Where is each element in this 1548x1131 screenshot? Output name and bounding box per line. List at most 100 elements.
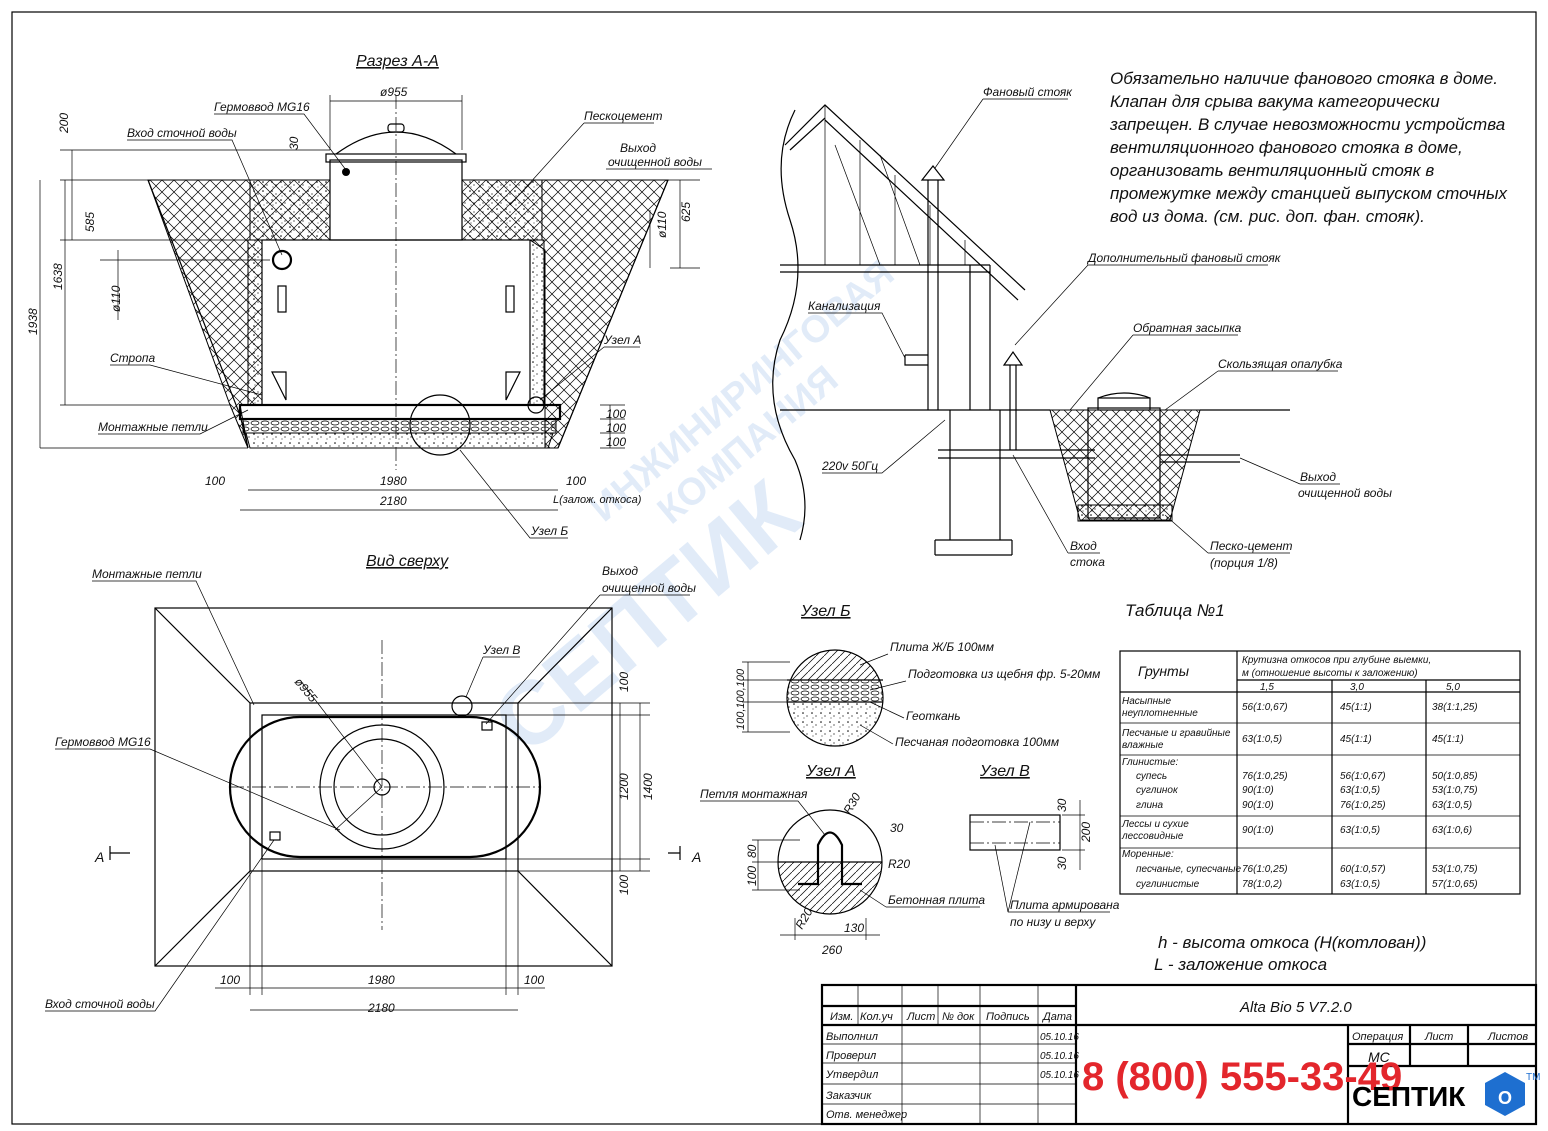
stamp-model: Alta Bio 5 V7.2.0 [1239,999,1352,1016]
top-label-outlet-2: очищенной воды [602,581,696,595]
stamp-brand-o: О [1498,1088,1512,1108]
label-outlet-1: Выход [620,141,656,155]
table-row-3-val-2: 50(1:0,85) [1432,771,1478,782]
node-b-label-1: Плита Ж/Б 100мм [890,640,994,654]
note-line-6: промежутке между станцией выпуском сточн… [1110,184,1507,203]
dim-w100-left: 100 [205,474,225,488]
top-dim-w1980: 1980 [368,973,395,987]
node-a-leader-slab [859,889,980,908]
dim-ext-955 [329,95,463,150]
node-v-title: Узел В [979,763,1030,780]
note-line-4: вентиляционного фанового стояка в доме, [1110,138,1463,157]
node-a-label-loop: Петля монтажная [700,787,808,801]
sandcement-side-left [247,239,263,406]
small-station-lid [1097,392,1151,399]
top-label-loops: Монтажные петли [92,567,202,581]
small-pit-soil [1049,409,1201,521]
top-view-title: Вид сверху [366,553,449,570]
watermark: СЕПТИК ИНЖИНИРИНГОВАЯ КОМПАНИЯ [475,252,902,773]
inlet-nozzle-icon [269,831,281,841]
table-row-1-name-0: Песчаные и гравийные [1122,728,1231,739]
stamp-row-0-date: 05.10.16 [1040,1032,1079,1043]
node-b-detail: Узел Б 100,100,100 Плита Ж/Б 100мм Подго… [735,603,1100,749]
stamp-row-3-label: Заказчик [826,1090,872,1102]
sandcement-left [249,179,331,241]
top-dim-w2180: 2180 [367,1001,395,1015]
label-sandcement: Пескоцемент [584,109,662,123]
table-row-0-val-0: 56(1:0,67) [1242,702,1288,713]
inlet-pipe-icon [271,249,293,271]
table-row-8-name-0: песчаные, супесчаные [1136,864,1241,875]
node-v-plate [969,814,1061,851]
top-dim-w100-right: 100 [524,973,544,987]
label-sling: Стропа [110,351,155,365]
stamp-header-4: Подпись [986,1011,1030,1023]
node-b-leader-3 [869,701,905,719]
table-depth-1: 1,5 [1260,682,1274,693]
node-v-label-1: Плита армирована [1010,898,1120,912]
label-extra-fan: Дополнительный фановый стояк [1086,251,1282,265]
leader-extra-fan [1014,264,1268,346]
pit-outline [154,607,613,967]
top-dim-1200: 1200 [617,773,631,800]
tank-top-outline [228,715,542,859]
label-inlet-1: Вход [1070,539,1097,553]
label-L: L(залож. откоса) [553,494,642,506]
stamp-row-1-label: Проверил [826,1050,876,1062]
top-label-node-v: Узел В [482,643,520,657]
table-row-9-val-1: 63(1:0,5) [1340,879,1380,890]
dim-110-left: ø110 [109,285,123,312]
table-head-top-1: Крутизна откосов при глубине выемки, [1242,654,1431,666]
dim-585: 585 [83,212,97,232]
house-note: Обязательно наличие фанового стояка в до… [1109,69,1507,226]
node-a-detail: Узел А Петля монтажная Бетонная плита R3… [700,763,985,957]
dim-625: 625 [679,202,693,222]
top-dim-lines-v [619,703,641,871]
table-row-0-name-1: неуплотненные [1122,708,1198,719]
note-line-3: запрещен. В случае невозможности устройс… [1109,115,1505,134]
section-mark-left: А [94,849,104,865]
table-legend-2: L - заложение откоса [1154,955,1327,974]
top-label-outlet-1: Выход [602,564,638,578]
table-row-1-name-1: влажные [1122,740,1164,751]
table-head-soil: Грунты [1138,663,1190,679]
label-outlet-1: Выход [1300,470,1336,484]
note-line-5: организовать вентиляционный стояк в [1110,161,1434,180]
table-row-8-val-0: 76(1:0,25) [1242,864,1288,875]
node-a-r20a: R20 [888,857,910,871]
label-hermo: Гермоввод MG16 [214,100,310,114]
dim-lines-vertical [39,150,681,448]
table-frame [1119,650,1521,895]
leader-sandcement [509,122,654,206]
table-depth-2: 3,0 [1350,682,1364,693]
fan-cap-icon [920,165,946,181]
top-dim-w100-left: 100 [220,973,240,987]
node-b-circle [409,394,471,456]
table-row-3-val-0: 76(1:0,25) [1242,771,1288,782]
table-rows: Насыпныенеуплотненные56(1:0,67)45(1:1)38… [1121,696,1478,890]
extra-fan-riser [1009,365,1017,450]
node-a-d80: 80 [745,844,759,858]
stamp-tm: TM [1526,1072,1540,1083]
table-row-0-name-0: Насыпные [1122,696,1172,707]
note-line-1: Обязательно наличие фанового стояка в до… [1110,69,1498,88]
stamp-list: Лист [1424,1031,1453,1043]
top-leader-loops [92,580,255,706]
table-header-lines [1120,651,1520,894]
node-v-circle [451,695,473,717]
label-inlet-2: стока [1070,555,1105,569]
dim-w2180: 2180 [379,494,407,508]
table-row-2-name-0: Глинистые: [1122,757,1179,768]
label-inlet: Вход сточной воды [127,126,237,140]
dim-lines-horizontal [240,100,558,511]
small-station-base [1077,504,1173,522]
top-dim-ext-v [249,859,519,995]
table-row-6-name-1: лессовидные [1121,831,1184,842]
top-dim-100-b: 100 [617,875,631,895]
node-b-dim: 100,100,100 [735,668,747,730]
top-view: Вид сверху ø955 100 1200 1400 100 100 19… [45,553,701,1015]
note-line-2: Клапан для срыва вакума категорически [1110,92,1440,111]
base-gravel [242,418,557,434]
house-break-line [772,109,806,541]
